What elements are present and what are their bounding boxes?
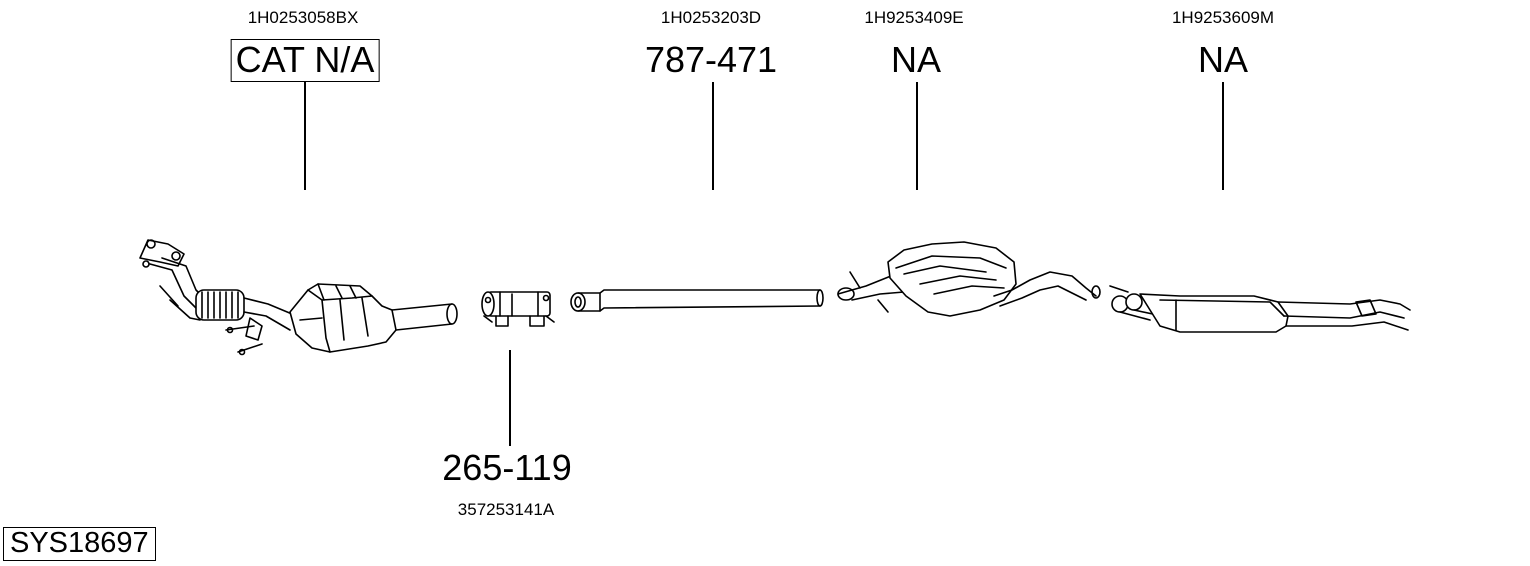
system-code-label: SYS18697	[3, 527, 156, 561]
catalytic-converter-drawing	[139, 239, 458, 356]
leader-line-rear-silencer	[1222, 82, 1224, 190]
leader-line-catalytic-converter	[304, 82, 306, 190]
part-number-clamp: 265-119	[442, 447, 572, 488]
part-number-intermediate-pipe: 787-471	[644, 39, 778, 80]
leader-line-clamp	[509, 350, 511, 446]
oem-number-middle-silencer: 1H9253409E	[864, 8, 964, 27]
oem-number-intermediate-pipe: 1H0253203D	[660, 8, 762, 27]
part-number-catalytic-converter: CAT N/A	[230, 39, 380, 82]
leader-line-intermediate-pipe	[712, 82, 714, 190]
rear-silencer-drawing	[1109, 285, 1411, 333]
part-number-middle-silencer: NA	[890, 39, 942, 80]
middle-silencer-drawing	[837, 241, 1101, 317]
oem-number-rear-silencer: 1H9253609M	[1171, 8, 1275, 27]
intermediate-pipe-drawing	[570, 289, 824, 312]
oem-number-catalytic-converter: 1H0253058BX	[247, 8, 359, 27]
leader-line-middle-silencer	[916, 82, 918, 190]
clamp-drawing	[481, 291, 555, 327]
part-number-rear-silencer: NA	[1197, 39, 1249, 80]
oem-number-clamp: 357253141A	[457, 500, 555, 519]
